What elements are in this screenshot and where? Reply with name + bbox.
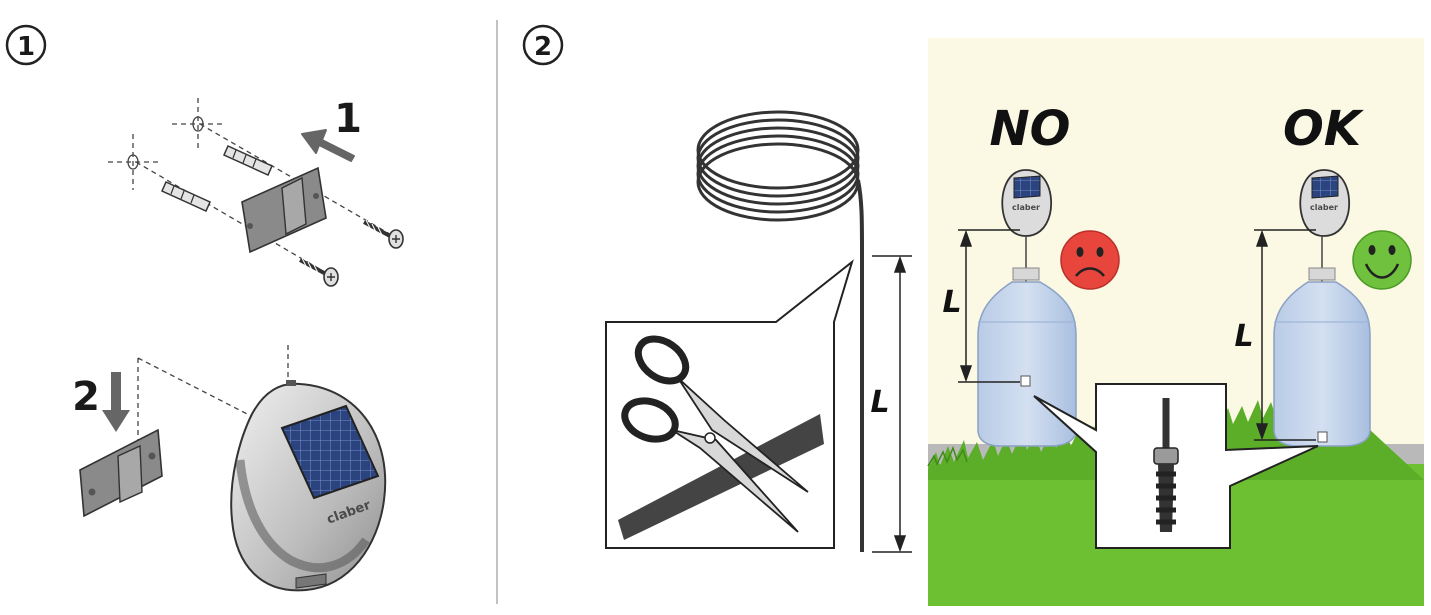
ok-length-dimension	[1254, 229, 1316, 441]
ok-tube-tip	[1317, 431, 1328, 443]
panel-2-marker-number: 2	[534, 32, 552, 62]
cut-callout	[605, 259, 854, 549]
tube-segment	[618, 414, 824, 540]
hang-device-assembly: 2 claber	[72, 345, 387, 592]
no-sensor-device: claber	[1001, 169, 1053, 237]
panel-1-marker: 1	[5, 24, 47, 66]
wall-mount-assembly: 1	[108, 96, 404, 287]
panel-2-marker: 2	[522, 24, 564, 66]
scissors-icon	[621, 335, 809, 533]
step-2-arrow-icon	[102, 372, 130, 432]
wall-plug-upper	[223, 145, 273, 176]
coiled-tube	[696, 110, 864, 552]
screw-lower	[299, 257, 339, 287]
ok-length-label: L	[1234, 319, 1253, 354]
panel-2: 2 L	[522, 24, 1424, 606]
solar-panel-icon	[280, 404, 380, 500]
panel-1-marker-number: 1	[17, 32, 35, 62]
ok-sensor-device: claber	[1299, 169, 1351, 237]
step-1-arrow-icon	[301, 129, 355, 162]
tube-length-dimension	[872, 255, 912, 553]
sad-face-icon	[1060, 230, 1120, 290]
porous-tip-icon	[1153, 447, 1179, 532]
no-device-brand: claber	[1012, 203, 1040, 212]
happy-face-icon	[1352, 230, 1412, 290]
wall-mounting-plate	[241, 166, 327, 254]
drill-mark-upper	[172, 98, 225, 148]
solar-sensor-device: claber	[230, 380, 387, 592]
comparison-ok: OK claber L	[1234, 101, 1412, 447]
wall-plug-lower	[161, 181, 211, 212]
drill-mark-lower	[108, 134, 160, 190]
no-length-label: L	[942, 285, 961, 320]
step-2-number: 2	[72, 374, 100, 420]
ok-bottle	[1273, 267, 1371, 447]
no-length-dimension	[958, 229, 1020, 383]
tube-tip-callout	[1033, 383, 1319, 549]
step-1-number: 1	[334, 96, 362, 142]
panel-1: 1	[5, 24, 404, 592]
screw-upper	[363, 219, 404, 249]
ok-device-brand: claber	[1310, 203, 1338, 212]
no-tube-tip	[1020, 375, 1031, 387]
mounted-plate	[79, 428, 163, 518]
tube-length-label: L	[870, 385, 889, 420]
no-label: NO	[990, 101, 1071, 157]
ok-label: OK	[1283, 101, 1365, 157]
